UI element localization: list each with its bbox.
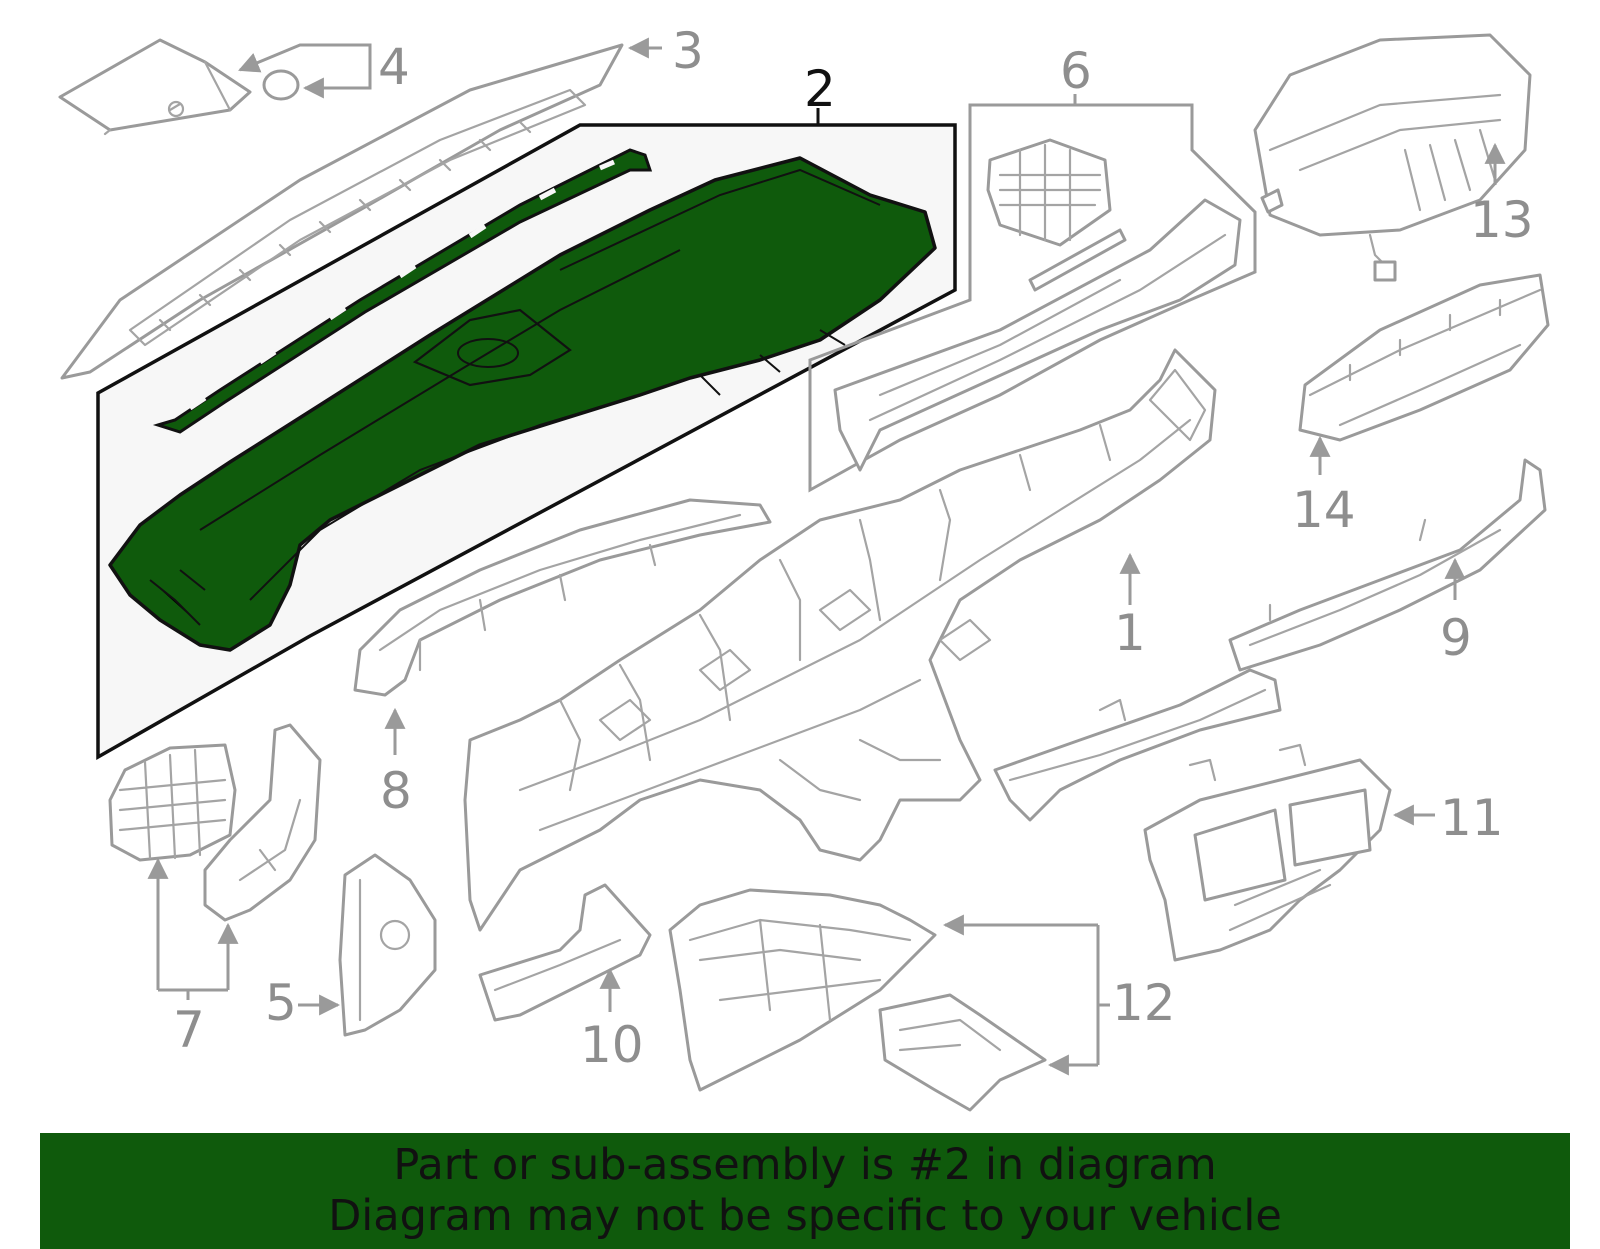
part-lower-center-trim[interactable] bbox=[993, 668, 1282, 822]
leader-lines bbox=[147, 37, 1506, 1076]
part-1-cross-car-beam[interactable] bbox=[463, 348, 1217, 932]
callout-3: 3 bbox=[672, 22, 704, 80]
part-10-lower-cover[interactable] bbox=[478, 883, 652, 1022]
callout-4: 4 bbox=[378, 38, 410, 96]
part-9-long-trim[interactable] bbox=[1228, 458, 1547, 672]
banner-line-part: Part or sub-assembly is #2 in diagram bbox=[393, 1140, 1217, 1190]
callout-5: 5 bbox=[265, 974, 297, 1032]
info-banner: Part or sub-assembly is #2 in diagram Di… bbox=[40, 1133, 1570, 1249]
callout-12: 12 bbox=[1112, 974, 1176, 1032]
callout-7: 7 bbox=[173, 1001, 205, 1059]
part-7-side-vent[interactable] bbox=[108, 723, 322, 922]
part-6-vent-and-trim[interactable] bbox=[833, 138, 1242, 472]
callout-10: 10 bbox=[580, 1016, 644, 1074]
part-2-instrument-panel[interactable] bbox=[108, 148, 937, 652]
part-4-corner-trim[interactable] bbox=[58, 38, 300, 136]
callout-11: 11 bbox=[1440, 789, 1504, 847]
callout-numbers: 4 3 2 6 13 14 1 9 8 11 7 5 10 12 bbox=[173, 22, 1534, 1074]
callout-8: 8 bbox=[380, 762, 412, 820]
part-8-trim-strip[interactable] bbox=[353, 498, 772, 697]
part-14-knee-airbag[interactable] bbox=[1298, 273, 1550, 442]
callout-1: 1 bbox=[1114, 604, 1146, 662]
part-13-airbag[interactable] bbox=[1253, 33, 1532, 282]
part-5-speaker-cover[interactable] bbox=[338, 853, 437, 1037]
part-6-box bbox=[808, 103, 1257, 493]
part-11-center-bezel[interactable] bbox=[1143, 743, 1392, 962]
part-3-defroster-grille[interactable] bbox=[60, 43, 624, 380]
banner-line-disclaimer: Diagram may not be specific to your vehi… bbox=[328, 1191, 1282, 1241]
callout-6: 6 bbox=[1060, 42, 1092, 100]
callout-2: 2 bbox=[804, 60, 836, 118]
callout-13: 13 bbox=[1470, 191, 1534, 249]
callout-14: 14 bbox=[1292, 481, 1356, 539]
callout-9: 9 bbox=[1440, 609, 1472, 667]
part-12-glove-box[interactable] bbox=[668, 888, 1047, 1112]
